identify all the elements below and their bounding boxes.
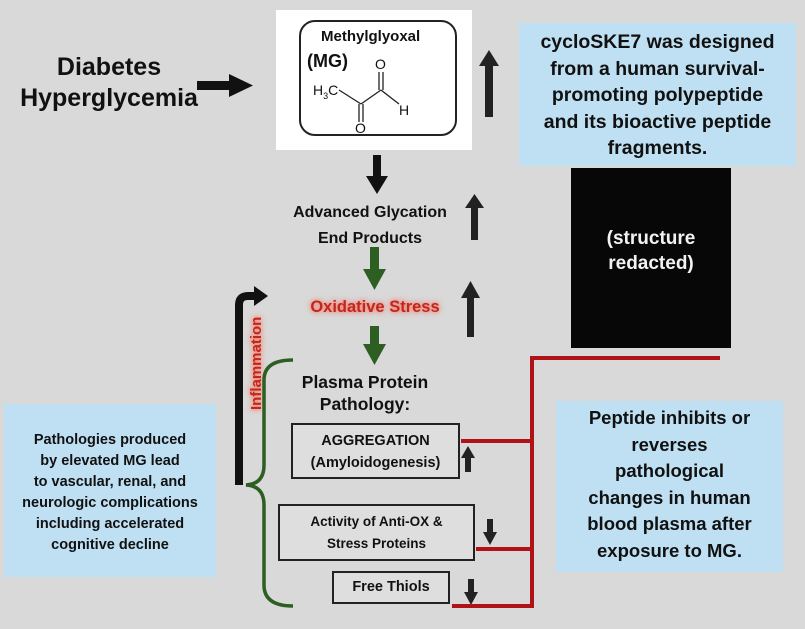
- methylglyoxal-abbr: (MG): [307, 51, 348, 71]
- methylglyoxal-box: Methylglyoxal (MG) H3C O H O: [299, 20, 457, 136]
- plasma-line-1: Plasma Protein: [301, 372, 429, 392]
- advanced-glycation-label: Advanced Glycation End Products: [262, 200, 478, 252]
- arrow-up-icon: [479, 50, 499, 117]
- peptide-info-box: Peptide inhibits or reverses pathologica…: [556, 401, 783, 572]
- diabetes-hyperglycemia-label: Diabetes Hyperglycemia: [14, 52, 204, 114]
- pathologies-line: including accelerated: [35, 516, 185, 532]
- methyl-group-label: H3C: [313, 82, 339, 101]
- peptide-line: changes in human: [588, 486, 751, 508]
- antiox-activity-box: Activity of Anti-OX & Stress Proteins: [278, 504, 475, 561]
- pathologies-line: by elevated MG lead: [40, 453, 180, 469]
- aggregation-line-2: (Amyloidogenesis): [310, 455, 441, 471]
- redacted-line-2: redacted): [608, 253, 694, 274]
- free-thiols-box: Free Thiols: [332, 571, 450, 604]
- cyclo-line: and its bioactive peptide: [543, 110, 772, 133]
- cycloske7-info-box: cycloSKE7 was designed from a human surv…: [519, 23, 796, 166]
- age-line-2: End Products: [317, 230, 422, 247]
- arrow-down-icon: [366, 155, 388, 194]
- title-line-1: Diabetes: [56, 53, 162, 81]
- arrow-down-icon: [483, 519, 497, 545]
- peptide-line: Peptide inhibits or: [588, 407, 751, 428]
- cyclo-line: cycloSKE7 was designed: [540, 31, 775, 53]
- pathologies-line: cognitive decline: [51, 537, 169, 553]
- age-line-1: Advanced Glycation: [293, 204, 447, 221]
- arrow-down-icon: [464, 579, 478, 605]
- pathologies-line: Pathologies produced: [33, 432, 187, 448]
- inflammation-label: Inflammation: [248, 316, 265, 410]
- redacted-line-1: (structure: [606, 228, 696, 249]
- methylglyoxal-structure-icon: [338, 72, 400, 122]
- aggregation-box: AGGREGATION (Amyloidogenesis): [291, 423, 460, 479]
- plasma-line-2: Pathology:: [319, 394, 411, 414]
- cyclo-line: from a human survival-: [550, 57, 765, 80]
- redacted-structure-box: (structure redacted): [571, 168, 731, 348]
- pathologies-info-box: Pathologies produced by elevated MG lead…: [4, 404, 216, 577]
- cyclo-line: fragments.: [607, 137, 708, 159]
- aggregation-line-1: AGGREGATION: [321, 433, 430, 449]
- antiox-line-1: Activity of Anti-OX &: [310, 514, 443, 529]
- methylglyoxal-panel: Methylglyoxal (MG) H3C O H O: [276, 10, 472, 150]
- hydrogen-label: H: [399, 102, 410, 118]
- arrow-right-icon: [197, 74, 253, 97]
- methylglyoxal-name: Methylglyoxal: [321, 28, 421, 45]
- peptide-line: pathological: [615, 460, 724, 481]
- antiox-line-2: Stress Proteins: [326, 536, 427, 551]
- pathologies-line: to vascular, renal, and: [33, 474, 187, 490]
- arrow-up-icon: [461, 281, 480, 337]
- peptide-line: blood plasma after: [587, 513, 752, 534]
- green-arrow-down-icon: [363, 326, 386, 365]
- peptide-line: reverses: [631, 433, 708, 455]
- cyclo-line: promoting polypeptide: [551, 84, 764, 106]
- oxygen-bottom-label: O: [355, 120, 366, 136]
- plasma-protein-label: Plasma Protein Pathology:: [285, 371, 445, 415]
- oxygen-top-label: O: [375, 56, 386, 72]
- green-arrow-down-icon: [363, 247, 386, 290]
- title-line-2: Hyperglycemia: [20, 84, 198, 112]
- arrow-up-icon: [461, 446, 475, 472]
- pathologies-line: neurologic complications: [22, 495, 198, 511]
- oxidative-stress-label: Oxidative Stress: [310, 298, 440, 316]
- peptide-line: exposure to MG.: [597, 539, 742, 561]
